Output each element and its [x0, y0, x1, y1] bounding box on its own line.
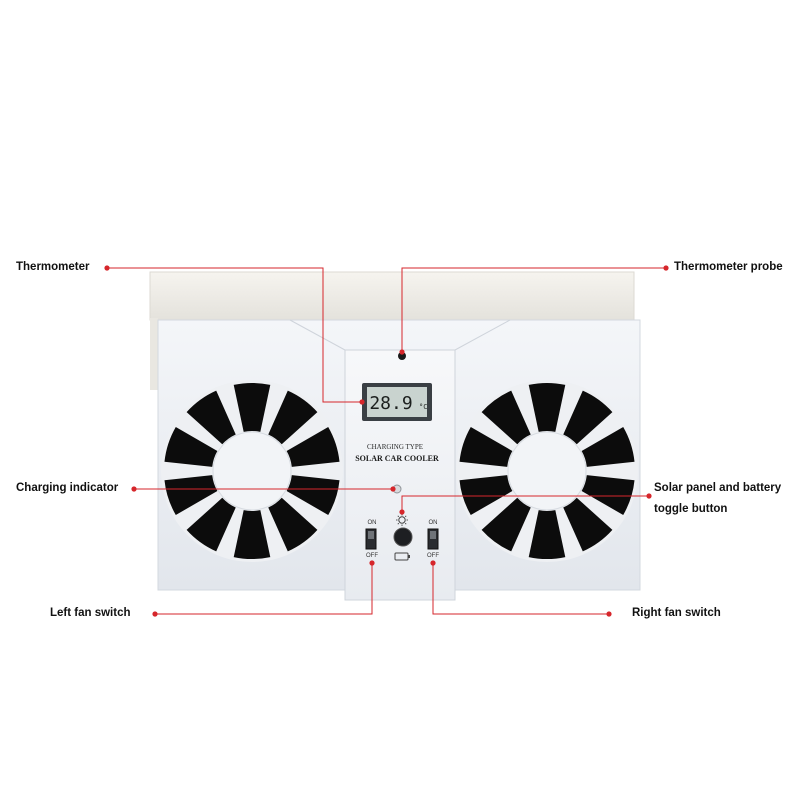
callout-probe — [401, 267, 666, 352]
callout-lines — [107, 267, 666, 615]
left-fan-blade — [164, 475, 218, 515]
thermometer-probe — [398, 352, 406, 360]
lcd-screen — [367, 387, 427, 417]
battery-icon — [394, 552, 410, 561]
left-fan-blade — [186, 497, 236, 552]
left-fan-blade — [268, 497, 318, 552]
right-fan-blade — [563, 390, 613, 445]
label-left-fan-switch: Left fan switch — [50, 607, 131, 619]
right-fan-blade — [459, 427, 513, 467]
right-fan-blade — [581, 427, 635, 467]
callout-dots — [104, 265, 669, 617]
solar-panel-back — [150, 318, 158, 390]
right-fan-blade — [563, 497, 613, 552]
left-fan-hub — [212, 431, 292, 511]
brand-line-2: SOLAR CAR COOLER — [355, 454, 439, 463]
left-switch-on-label: ON — [368, 520, 377, 526]
label-thermometer: Thermometer — [16, 261, 90, 273]
left-fan-blade — [233, 383, 271, 432]
callout-left-switch — [155, 563, 373, 615]
right-fan-blade — [481, 390, 531, 445]
lcd-unit: °C — [419, 403, 427, 411]
callout-thermometer — [107, 267, 362, 403]
right-fan-blade — [581, 475, 635, 515]
left-fan-blade — [186, 390, 236, 445]
left-fan-blade — [286, 475, 340, 515]
solar-panel — [149, 271, 635, 321]
label-right-fan-switch: Right fan switch — [632, 607, 721, 619]
left-fan-blade — [164, 427, 218, 467]
label-solar-toggle-line2: toggle button — [654, 503, 728, 515]
label-solar-toggle-line1: Solar panel and battery — [654, 482, 782, 494]
label-thermometer-probe: Thermometer probe — [674, 261, 783, 273]
right-fan-blade — [528, 510, 566, 559]
right-switch-off-label: OFF — [427, 553, 439, 559]
right-fan-blade — [528, 382, 566, 432]
right-fan — [456, 380, 638, 562]
lcd-reading: 28.9 — [369, 393, 412, 414]
left-fan-blade — [233, 510, 271, 559]
solar-battery-toggle-button[interactable] — [393, 527, 413, 547]
left-fan-blade — [268, 390, 318, 445]
left-fan-blade — [286, 427, 340, 467]
callout-right-switch — [432, 563, 609, 615]
left-switch-off-label: OFF — [366, 553, 378, 559]
label-charging-indicator: Charging indicator — [16, 482, 119, 494]
callout-toggle — [401, 495, 649, 512]
right-fan-hub — [507, 431, 587, 511]
left-fan — [161, 380, 343, 562]
right-fan-blade — [481, 497, 531, 552]
right-switch-on-label: ON — [429, 520, 438, 526]
brand-line-1: CHARGING TYPE — [367, 443, 423, 451]
right-fan-blade — [459, 475, 513, 515]
